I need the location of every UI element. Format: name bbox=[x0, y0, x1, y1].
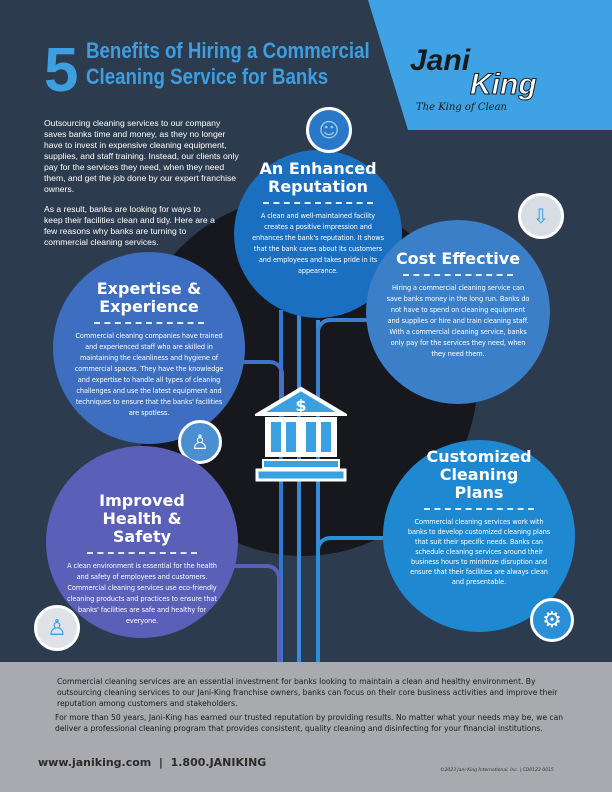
divider bbox=[263, 202, 373, 204]
divider bbox=[424, 508, 534, 510]
svg-text:$: $ bbox=[295, 396, 306, 415]
benefit-text: A clean environment is essential for the… bbox=[67, 562, 217, 625]
footer: Commercial cleaning services are an esse… bbox=[0, 662, 612, 792]
person-stars-icon: ☺ bbox=[306, 107, 352, 153]
benefit-title: Customized Cleaning Plans bbox=[426, 447, 532, 502]
benefit-cost-effective: Cost Effective Hiring a commercial clean… bbox=[366, 220, 550, 404]
connector-line bbox=[226, 564, 281, 674]
connector-line bbox=[316, 318, 376, 418]
divider bbox=[403, 274, 513, 276]
benefit-text: Commercial cleaning companies have train… bbox=[74, 332, 224, 417]
gears-icon: ⚙ bbox=[530, 598, 574, 642]
divider bbox=[94, 322, 204, 324]
intro-text: Outsourcing cleaning services to our com… bbox=[44, 118, 240, 257]
logo-tagline: The King of Clean bbox=[416, 102, 507, 113]
connector-line bbox=[297, 310, 301, 670]
logo-text: Jani bbox=[410, 44, 471, 77]
benefit-title: Expertise & Experience bbox=[96, 279, 202, 316]
footer-paragraph: Commercial cleaning services are an esse… bbox=[57, 677, 558, 708]
connector-line bbox=[316, 536, 392, 676]
person-check-icon: ♙ bbox=[34, 605, 80, 651]
benefit-title: Improved Health & Safety bbox=[99, 491, 185, 546]
benefit-customized-plans: Customized Cleaning Plans Commercial cle… bbox=[383, 440, 575, 632]
divider bbox=[87, 552, 197, 554]
connector-line bbox=[216, 360, 284, 420]
logo-text: King bbox=[470, 68, 538, 102]
jani-king-logo: Jani King The King of Clean bbox=[410, 40, 560, 120]
benefit-text: Hiring a commercial cleaning service can… bbox=[386, 284, 530, 358]
intro-paragraph: Outsourcing cleaning services to our com… bbox=[44, 118, 239, 194]
benefit-title: An Enhanced Reputation bbox=[259, 159, 377, 196]
header-number: 5 bbox=[44, 36, 79, 105]
page-title: Benefits of Hiring a Commercial Cleaning… bbox=[86, 38, 370, 89]
benefit-title: Cost Effective bbox=[395, 249, 521, 268]
bank-icon: $ bbox=[255, 386, 347, 482]
background-accent bbox=[368, 0, 612, 130]
footer-paragraph: For more than 50 years, Jani-King has ea… bbox=[55, 713, 564, 733]
dollar-down-arrow-icon: ⇩ bbox=[518, 193, 564, 239]
benefit-expertise: Expertise & Experience Commercial cleani… bbox=[53, 252, 245, 444]
connector-line bbox=[316, 320, 320, 670]
connector-line bbox=[279, 310, 283, 670]
copyright: ©2023 Jani-King International, Inc. | CD… bbox=[440, 768, 554, 773]
benefit-health-safety: Improved Health & Safety A clean environ… bbox=[46, 446, 238, 638]
benefit-text: A clean and well-maintained facility cre… bbox=[252, 212, 384, 275]
benefit-reputation: An Enhanced Reputation A clean and well-… bbox=[234, 150, 402, 318]
contact-info: www.janiking.com | 1.800.JANIKING bbox=[38, 756, 267, 769]
benefit-text: Commercial cleaning services work with b… bbox=[407, 518, 551, 586]
intro-paragraph: As a result, banks are looking for ways … bbox=[44, 204, 215, 247]
